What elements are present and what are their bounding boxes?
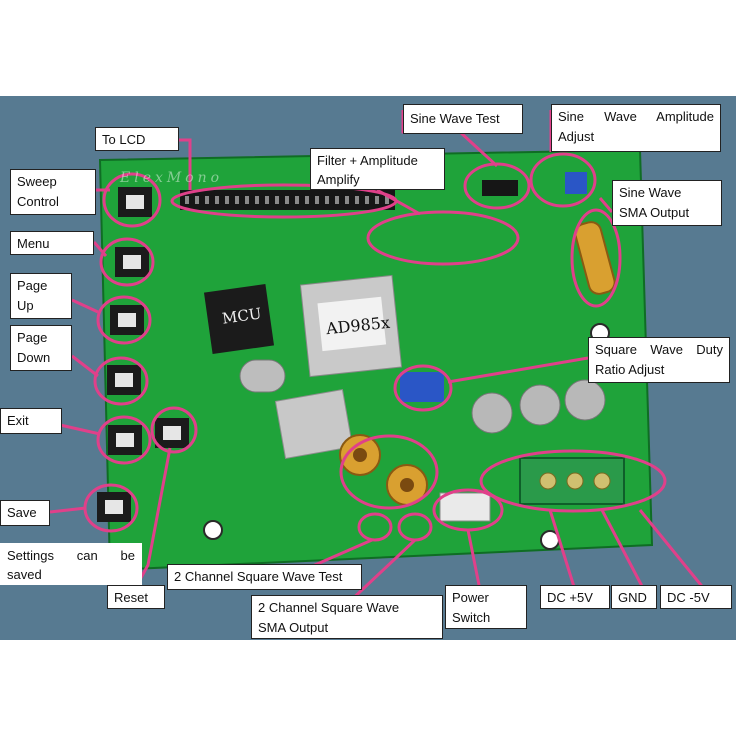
tactile-buttons [97,187,189,522]
mcu-chip [203,283,275,355]
label-two-channel-sma: 2 Channel Square Wave SMA Output [251,595,443,639]
label-save: Save [0,500,50,526]
sma-sine-connector [574,221,616,295]
label-reset: Reset [107,585,165,609]
label-sine-sma-output: Sine Wave SMA Output [612,180,722,226]
label-dc-minus-5v: DC -5V [660,585,732,609]
label-exit: Exit [0,408,62,434]
xtal-oscillator [274,388,354,460]
watermark: ElexMono [120,170,224,186]
label-settings-saved: Settings can be saved [0,543,142,585]
label-filter-amplify: Filter + Amplitude Amplify [310,148,445,190]
label-sweep-control: Sweep Control [10,169,96,215]
crystal [239,359,286,393]
label-dc-plus-5v: DC +5V [540,585,610,609]
label-two-channel-test: 2 Channel Square Wave Test [167,564,362,590]
label-sine-amplitude-adjust: Sine Wave Amplitude Adjust [551,104,721,152]
label-square-duty-adjust: Square Wave Duty Ratio Adjust [588,337,730,383]
label-to-lcd: To LCD [95,127,179,151]
trimmer-square [400,372,444,402]
label-page-up: Page Up [10,273,72,319]
power-switch-part [439,492,491,522]
sine-test-header [482,180,518,196]
label-power-switch: Power Switch [445,585,527,629]
dds-chip-heatsink [299,274,403,378]
label-gnd: GND [611,585,657,609]
label-sine-wave-test: Sine Wave Test [403,104,523,134]
label-page-down: Page Down [10,325,72,371]
label-menu: Menu [10,231,94,255]
trimmer-sine [565,172,587,194]
capacitors [471,379,606,434]
